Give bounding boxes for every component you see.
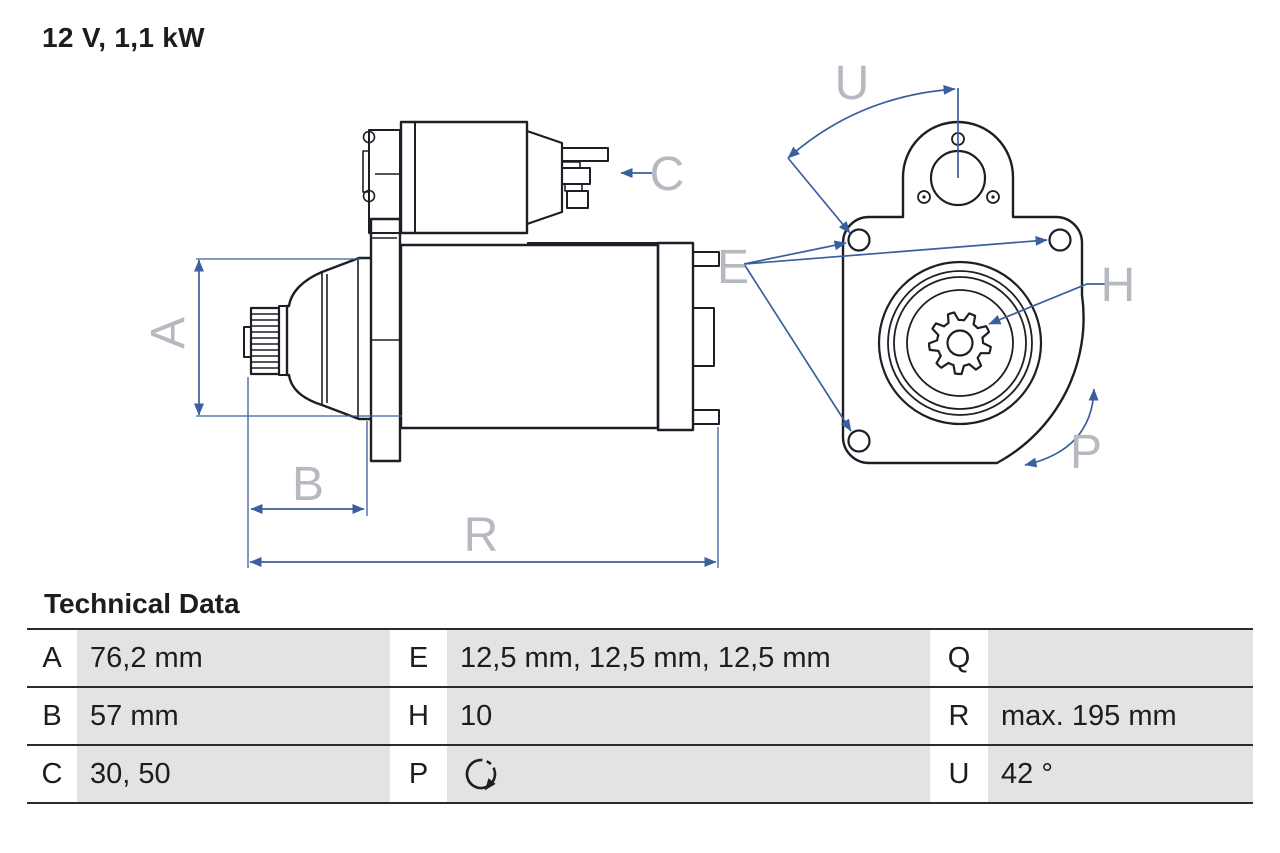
motor-body — [399, 243, 660, 430]
table-row: C 30, 50 P U 42 ° — [27, 744, 1253, 802]
bolt-hole-top-right — [1048, 228, 1072, 252]
param-value: 10 — [447, 688, 930, 744]
table-row: A 76,2 mm E 12,5 mm, 12,5 mm, 12,5 mm Q — [27, 630, 1253, 686]
dimension-h: H — [988, 259, 1136, 325]
technical-drawing: A B R C — [142, 57, 1135, 568]
solenoid-cap — [526, 129, 564, 226]
motor-end-cap — [656, 241, 695, 432]
param-key: Q — [930, 630, 988, 686]
param-key: R — [930, 688, 988, 744]
dimension-label-p: P — [1070, 426, 1102, 479]
dimension-e: E — [717, 235, 1048, 432]
param-value: 57 mm — [77, 688, 390, 744]
param-key: B — [27, 688, 77, 744]
solenoid-body — [399, 120, 529, 235]
dimension-r: R — [249, 427, 719, 568]
param-key: C — [27, 746, 77, 802]
technical-data-table: A 76,2 mm E 12,5 mm, 12,5 mm, 12,5 mm Q … — [27, 628, 1253, 804]
pinion-gear-front — [927, 311, 992, 376]
dimension-label-u: U — [835, 57, 870, 110]
bolt-hole-bottom-left — [847, 429, 871, 453]
dimension-lines: A B R C — [142, 57, 1135, 568]
param-key: P — [390, 746, 447, 802]
param-value: 76,2 mm — [77, 630, 390, 686]
dimension-c: C — [620, 148, 685, 201]
param-value: max. 195 mm — [988, 688, 1253, 744]
terminal-block-lower — [566, 190, 589, 209]
table-row: B 57 mm H 10 R max. 195 mm — [27, 686, 1253, 744]
dimension-label-b: B — [292, 458, 324, 511]
side-view-drawing — [243, 120, 720, 463]
front-view-drawing — [841, 120, 1085, 465]
shaft-stub — [243, 326, 252, 358]
param-value: 12,5 mm, 12,5 mm, 12,5 mm — [447, 630, 930, 686]
param-value — [988, 630, 1253, 686]
pinion-gear-side — [243, 306, 281, 376]
terminal-block — [561, 167, 591, 185]
dimension-a: A — [142, 258, 402, 417]
shaft-hole — [946, 329, 974, 357]
param-key: E — [390, 630, 447, 686]
end-cap-tab-top — [692, 251, 720, 267]
dimension-label-c: C — [650, 148, 685, 201]
bolt-hole-top-left — [847, 228, 871, 252]
dimension-b: B — [247, 377, 368, 568]
param-key: H — [390, 688, 447, 744]
param-key: A — [27, 630, 77, 686]
dimension-label-r: R — [464, 509, 499, 562]
end-cap-boss — [692, 307, 715, 367]
terminal-stud — [561, 147, 609, 162]
dimension-label-h: H — [1101, 259, 1136, 312]
param-key: U — [930, 746, 988, 802]
dimension-label-a: A — [142, 317, 195, 349]
page-title: 12 V, 1,1 kW — [42, 22, 205, 53]
param-value: 30, 50 — [77, 746, 390, 802]
dimension-p: P — [1024, 388, 1102, 479]
rotation-clockwise-icon — [465, 758, 497, 791]
flange-outline — [841, 120, 1085, 465]
param-value: 42 ° — [988, 746, 1253, 802]
end-cap-tab-bottom — [692, 409, 720, 425]
solenoid-bracket — [368, 129, 401, 234]
dimension-label-e: E — [717, 241, 749, 294]
technical-data-heading: Technical Data — [44, 588, 240, 619]
dimension-u: U — [787, 57, 959, 234]
param-value — [447, 746, 930, 802]
